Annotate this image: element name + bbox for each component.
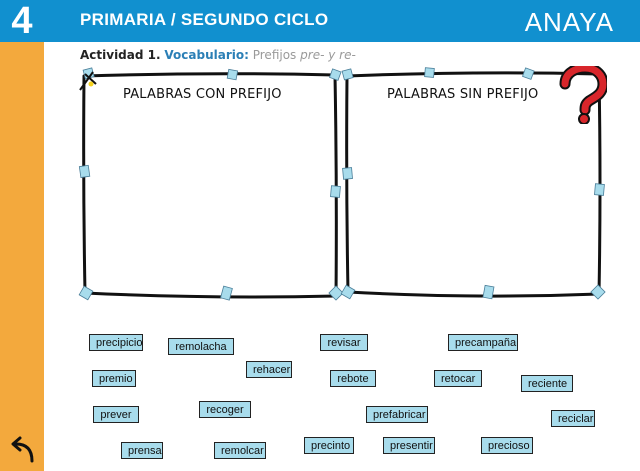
word-chip-prensa[interactable]: prensa (121, 442, 163, 459)
sidebar (0, 42, 44, 471)
word-chip-reciclar[interactable]: reciclar (551, 410, 595, 427)
word-chip-recoger[interactable]: recoger (199, 401, 251, 418)
drop-zone-with-prefix[interactable] (86, 78, 334, 292)
word-chip-premio[interactable]: premio (92, 370, 136, 387)
word-chip-remolacha[interactable]: remolacha (168, 338, 234, 355)
word-chip-prever[interactable]: prever (93, 406, 139, 423)
word-chip-remolcar[interactable]: remolcar (214, 442, 266, 459)
tape-piece (424, 67, 435, 78)
word-chip-revisar[interactable]: revisar (320, 334, 368, 351)
activity-label: Actividad 1. (80, 48, 161, 62)
word-chip-rebote[interactable]: rebote (330, 370, 376, 387)
level-title: PRIMARIA / SEGUNDO CICLO (80, 10, 329, 29)
header-bar: 4 PRIMARIA / SEGUNDO CICLO ANAYA (0, 0, 640, 42)
question-mark-icon[interactable] (555, 66, 607, 124)
word-chip-retocar[interactable]: retocar (434, 370, 482, 387)
activity-section: Vocabulario: (164, 48, 249, 62)
word-chip-rehacer[interactable]: rehacer (246, 361, 292, 378)
board-label-without-prefix: PALABRAS SIN PREFIJO (387, 87, 539, 102)
back-arrow-icon[interactable] (6, 433, 38, 465)
word-chip-reciente[interactable]: reciente (521, 375, 573, 392)
word-chip-precampana[interactable]: precampaña (448, 334, 518, 351)
activity-prefixes: pre- y re- (300, 48, 356, 62)
grade-number: 4 (11, 0, 33, 42)
activity-title: Actividad 1. Vocabulario: Prefijos pre- … (80, 48, 356, 62)
activity-topic: Prefijos (252, 48, 297, 62)
word-chip-precioso[interactable]: precioso (481, 437, 533, 454)
board-label-with-prefix: PALABRAS CON PREFIJO (123, 87, 282, 102)
word-chip-precinto[interactable]: precinto (304, 437, 354, 454)
brand-logo: ANAYA (524, 7, 614, 37)
word-chip-prefabricar[interactable]: prefabricar (366, 406, 428, 423)
word-chip-precipicio[interactable]: precipicio (89, 334, 143, 351)
word-chip-presentir[interactable]: presentir (383, 437, 435, 454)
